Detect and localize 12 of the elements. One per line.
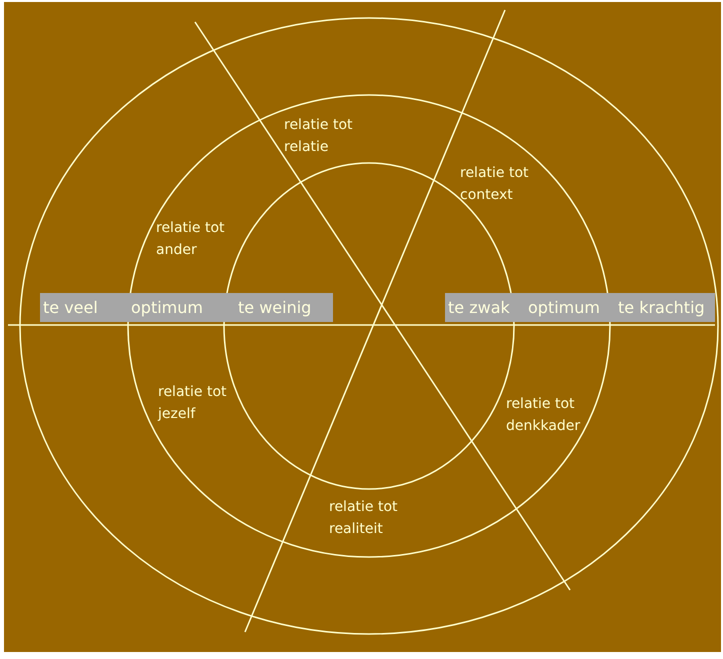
segment-label: relatie tot relatie — [284, 116, 354, 157]
segment-label: relatie tot denkkader — [506, 395, 582, 436]
segment-label: relatie tot ander — [156, 219, 226, 260]
scale-label: te krachtig — [615, 293, 715, 322]
scale-label: te zwak — [445, 293, 525, 322]
segment-label: relatie tot realiteit — [329, 498, 399, 539]
scale-label: optimum — [525, 293, 615, 322]
scale-label: te veel — [40, 293, 128, 322]
segment-label: relatie tot context — [460, 164, 530, 205]
scale-label: optimum — [128, 293, 235, 322]
scale-label: te weinig — [235, 293, 333, 322]
segment-label: relatie tot jezelf — [158, 383, 228, 424]
